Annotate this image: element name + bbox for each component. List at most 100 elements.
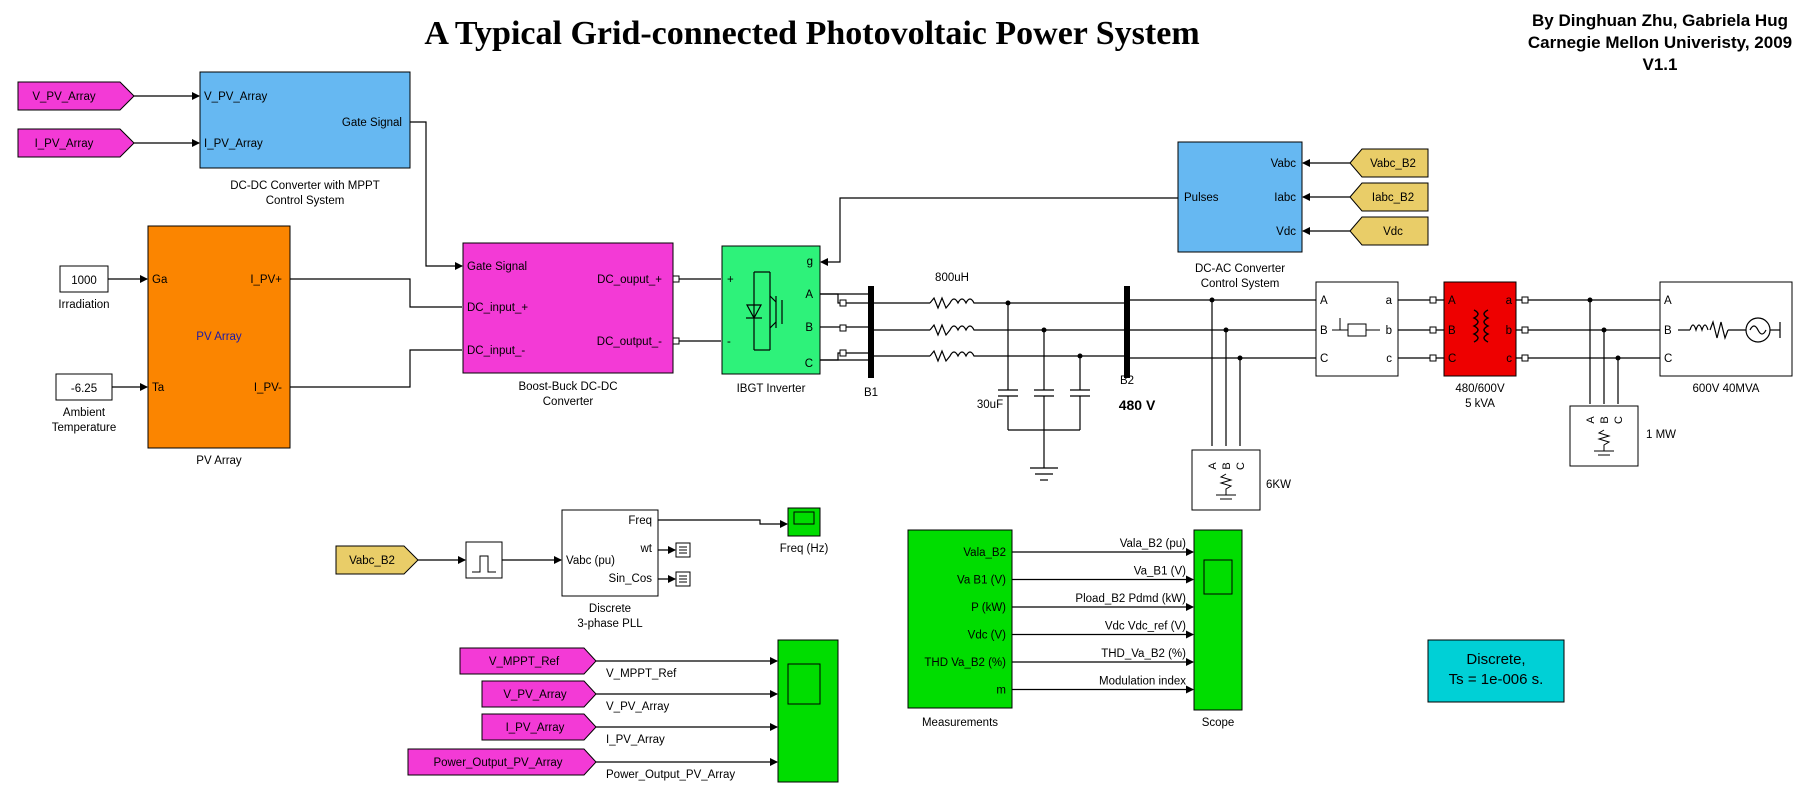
svg-text:A: A [1448, 295, 1456, 307]
svg-text:c: c [1386, 353, 1392, 365]
svg-text:I_PV_Array: I_PV_Array [35, 138, 94, 150]
svg-text:C: C [1235, 462, 1247, 470]
tag-v-pv-array[interactable]: V_PV_Array [17, 81, 135, 111]
freq-scope[interactable] [787, 507, 821, 537]
svg-text:B: B [1320, 325, 1328, 337]
three-phase-measurement-block[interactable]: A B C a b c [1315, 281, 1399, 377]
svg-text:Gate Signal: Gate Signal [467, 261, 527, 273]
measurements-caption: Measurements [922, 717, 998, 729]
pll-block[interactable]: Vabc (pu) Freq wt Sin_Cos [561, 509, 659, 597]
author-line-2: Carnegie Mellon Univeristy, 2009 [1528, 33, 1792, 52]
igbt-inverter-block[interactable]: + - g A B C [721, 245, 821, 375]
svg-text:Power_Output_PV_Array: Power_Output_PV_Array [433, 757, 562, 769]
tag-pv-scope-input[interactable]: V_MPPT_Ref [459, 647, 597, 675]
svg-text:I_PV_Array: I_PV_Array [204, 138, 263, 150]
irradiation-label: Irradiation [58, 299, 109, 311]
author-version: V1.1 [1643, 55, 1678, 74]
bus-voltage-label: 480 V [1119, 397, 1156, 413]
transformer-block[interactable]: A B C a b c [1443, 281, 1517, 377]
resistor-load-icon [1594, 429, 1614, 456]
mppt-control-block[interactable]: V_PV_Array I_PV_Array Gate Signal [199, 71, 411, 169]
svg-text:g: g [807, 256, 813, 268]
terminator-wt [675, 542, 691, 558]
temperature-constant[interactable]: -6.25 [55, 373, 113, 401]
signal-label: Modulation index [1099, 676, 1186, 688]
svg-text:b: b [1506, 325, 1512, 337]
svg-text:Vabc (pu): Vabc (pu) [566, 555, 615, 567]
measurements-port-label: Va B1 (V) [957, 575, 1006, 587]
svg-text:DC_ouput_+: DC_ouput_+ [597, 274, 662, 286]
dcac-caption-1: DC-AC Converter [1195, 263, 1285, 275]
resistor-load-icon [1216, 473, 1236, 500]
pv-array-caption: PV Array [196, 455, 242, 467]
signal-label: Vala_B2 (pu) [1120, 538, 1186, 550]
bus-b1-label: B1 [864, 387, 878, 399]
tag-pv-scope-input[interactable]: V_PV_Array [481, 680, 597, 708]
pv-array-block[interactable]: Ga Ta I_PV+ I_PV- PV Array [147, 225, 291, 449]
svg-text:DC_input_-: DC_input_- [467, 345, 525, 357]
tag-iabc-b2[interactable]: Iabc_B2 [1349, 182, 1429, 212]
svg-text:I_PV-: I_PV- [254, 382, 282, 394]
dcac-caption-2: Control System [1201, 278, 1280, 290]
pll-caption-1: Discrete [589, 603, 631, 615]
mppt-caption-1: DC-DC Converter with MPPT [230, 180, 380, 192]
tag-vabc-b2-pll[interactable]: Vabc_B2 [335, 545, 419, 575]
tag-pv-scope-input[interactable]: Power_Output_PV_Array [407, 748, 597, 776]
signal-label: Va_B1 (V) [1134, 566, 1186, 578]
svg-text:A: A [1585, 416, 1597, 424]
transformer-label-1: 480/600V [1455, 383, 1505, 395]
svg-text:Ta: Ta [152, 382, 165, 394]
three-phase-source-block[interactable]: A B C [1659, 281, 1793, 377]
svg-text:V_MPPT_Ref: V_MPPT_Ref [489, 656, 560, 668]
tag-vdc[interactable]: Vdc [1349, 216, 1429, 246]
svg-text:Iabc_B2: Iabc_B2 [1372, 192, 1414, 204]
tag-vabc-b2[interactable]: Vabc_B2 [1349, 148, 1429, 178]
svg-text:a: a [1386, 295, 1393, 307]
inductor-label: 800uH [935, 272, 969, 284]
main-scope-block[interactable] [1193, 529, 1243, 711]
signal-label: V_PV_Array [606, 701, 670, 713]
svg-text:B: B [1599, 416, 1611, 423]
author-line-1: By Dinghuan Zhu, Gabriela Hug [1532, 11, 1788, 30]
signal-label: Vdc Vdc_ref (V) [1105, 621, 1186, 633]
boost-caption-1: Boost-Buck DC-DC [518, 381, 617, 393]
load-6kw-block[interactable]: A B C [1191, 449, 1261, 511]
svg-text:A: A [805, 289, 813, 301]
svg-text:C: C [1448, 353, 1456, 365]
svg-text:Sin_Cos: Sin_Cos [609, 573, 653, 585]
dcac-control-block[interactable]: Vabc Iabc Vdc Pulses [1177, 141, 1303, 253]
main-scope-caption: Scope [1202, 717, 1235, 729]
irradiation-constant[interactable]: 1000 [59, 265, 109, 293]
powergui-block[interactable]: Discrete, Ts = 1e-006 s. [1427, 639, 1565, 703]
zero-order-hold-block[interactable] [465, 541, 503, 579]
boost-buck-converter-block[interactable]: Gate Signal DC_input_+ DC_input_- DC_oup… [462, 242, 674, 374]
boost-caption-2: Converter [543, 396, 594, 408]
temperature-label-2: Temperature [52, 422, 117, 434]
tag-pv-scope-input[interactable]: I_PV_Array [481, 713, 597, 741]
svg-text:B: B [1664, 325, 1672, 337]
page-title: A Typical Grid-connected Photovoltaic Po… [424, 15, 1199, 52]
svg-text:B: B [805, 322, 813, 334]
load-6kw-label: 6KW [1266, 479, 1291, 491]
measurements-block[interactable] [907, 529, 1013, 709]
measurements-port-label: m [996, 685, 1006, 697]
svg-text:Iabc: Iabc [1274, 192, 1296, 204]
tag-i-pv-array[interactable]: I_PV_Array [17, 128, 135, 158]
svg-text:V_PV_Array: V_PV_Array [32, 91, 96, 103]
svg-text:DC_input_+: DC_input_+ [467, 302, 528, 314]
svg-text:I_PV+: I_PV+ [250, 274, 282, 286]
load-1mw-block[interactable]: A B C [1569, 405, 1639, 467]
svg-text:Discrete,: Discrete, [1466, 651, 1525, 668]
svg-text:C: C [1320, 353, 1328, 365]
svg-text:+: + [727, 274, 734, 286]
transformer-coil-icon [1472, 309, 1490, 343]
svg-text:Ts = 1e-006 s.: Ts = 1e-006 s. [1449, 671, 1544, 688]
pv-scope-block[interactable] [777, 639, 839, 783]
zoh-icon [472, 555, 496, 573]
bus-b2 [1124, 286, 1130, 378]
svg-text:a: a [1506, 295, 1513, 307]
svg-text:Vdc: Vdc [1383, 226, 1403, 238]
svg-text:C: C [1613, 416, 1625, 424]
svg-text:PV Array: PV Array [196, 331, 242, 343]
svg-text:A: A [1320, 295, 1328, 307]
